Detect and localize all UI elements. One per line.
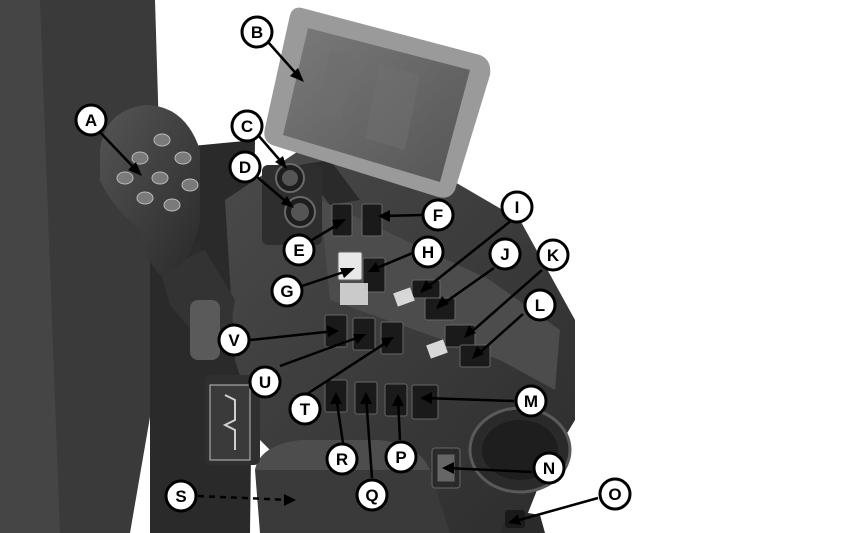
callout-r: R bbox=[325, 442, 359, 476]
callouts: A B C D E F G H bbox=[74, 15, 632, 513]
arrowhead-f bbox=[378, 210, 390, 222]
arrowhead-p bbox=[392, 394, 404, 406]
control-knobs bbox=[262, 163, 322, 245]
callout-f: F bbox=[421, 198, 455, 232]
svg-text:J: J bbox=[500, 245, 509, 264]
svg-text:S: S bbox=[175, 487, 186, 506]
svg-text:K: K bbox=[547, 246, 560, 265]
callout-m: M bbox=[514, 384, 548, 418]
leader-s bbox=[197, 494, 291, 502]
callout-l: L bbox=[523, 288, 557, 322]
arrowheads bbox=[128, 68, 521, 525]
arrowhead-d bbox=[281, 196, 294, 208]
callout-h: H bbox=[411, 235, 445, 269]
svg-text:N: N bbox=[543, 459, 555, 478]
joystick-buttons bbox=[116, 133, 199, 212]
leader-m bbox=[423, 396, 515, 403]
svg-text:C: C bbox=[241, 117, 253, 136]
svg-text:O: O bbox=[608, 485, 621, 504]
leader-lines bbox=[95, 41, 599, 524]
callout-g: G bbox=[270, 274, 304, 308]
arrowhead-s bbox=[284, 494, 296, 506]
arrowhead-e bbox=[332, 219, 346, 230]
callout-c: C bbox=[230, 109, 264, 143]
callout-d: D bbox=[228, 150, 262, 184]
callout-v: V bbox=[217, 323, 251, 357]
svg-text:M: M bbox=[524, 392, 538, 411]
svg-text:P: P bbox=[395, 448, 406, 467]
callout-t: T bbox=[288, 392, 322, 426]
arrowhead-o bbox=[508, 514, 521, 525]
leader-o bbox=[511, 496, 599, 524]
svg-text:Q: Q bbox=[365, 486, 378, 505]
arrowhead-t bbox=[381, 337, 394, 348]
arrowhead-c bbox=[275, 156, 287, 169]
callout-b: B bbox=[240, 15, 274, 49]
svg-text:T: T bbox=[300, 400, 311, 419]
svg-text:I: I bbox=[515, 198, 520, 217]
svg-text:F: F bbox=[433, 206, 443, 225]
callout-u: U bbox=[248, 365, 282, 399]
leader-q bbox=[364, 395, 374, 479]
arrowhead-n bbox=[442, 462, 454, 474]
leader-h bbox=[371, 250, 416, 272]
arrowhead-m bbox=[420, 392, 432, 404]
callout-p: P bbox=[384, 440, 418, 474]
arrowhead-g bbox=[340, 268, 355, 278]
svg-text:B: B bbox=[251, 23, 263, 42]
arrowhead-l bbox=[472, 346, 484, 359]
callout-e: E bbox=[282, 233, 316, 267]
arrowhead-h bbox=[368, 262, 380, 272]
leader-l bbox=[475, 313, 524, 357]
leader-u bbox=[279, 334, 363, 368]
arrowhead-i bbox=[420, 280, 433, 293]
callout-a: A bbox=[74, 103, 108, 137]
svg-text:U: U bbox=[259, 373, 271, 392]
arrowhead-a bbox=[128, 162, 142, 176]
leader-j bbox=[439, 266, 495, 308]
arrowhead-r bbox=[330, 392, 342, 404]
svg-text:H: H bbox=[422, 243, 434, 262]
callout-j: J bbox=[488, 237, 522, 271]
switch-decals bbox=[340, 283, 448, 359]
arrowhead-k bbox=[464, 325, 476, 338]
leader-a bbox=[95, 127, 139, 173]
callout-k: K bbox=[536, 238, 570, 272]
callout-o: O bbox=[598, 477, 632, 511]
arrowhead-q bbox=[360, 392, 372, 404]
svg-text:V: V bbox=[228, 331, 240, 350]
leader-v bbox=[249, 329, 336, 342]
svg-text:D: D bbox=[239, 158, 251, 177]
side-panel bbox=[205, 375, 260, 465]
joystick bbox=[100, 105, 235, 360]
svg-text:G: G bbox=[280, 282, 293, 301]
leader-t bbox=[306, 338, 391, 396]
arrowhead-b bbox=[290, 68, 304, 82]
callout-q: Q bbox=[355, 478, 389, 512]
svg-text:A: A bbox=[85, 111, 97, 130]
callout-s: S bbox=[164, 479, 198, 513]
arrowhead-v bbox=[327, 325, 339, 337]
svg-text:L: L bbox=[535, 296, 545, 315]
leader-i bbox=[423, 219, 513, 291]
callout-i: I bbox=[500, 190, 534, 224]
leader-k bbox=[467, 269, 543, 336]
svg-text:R: R bbox=[336, 450, 348, 469]
arrowhead-j bbox=[436, 296, 449, 309]
arrowhead-u bbox=[353, 334, 366, 344]
callout-n: N bbox=[532, 451, 566, 485]
svg-text:E: E bbox=[293, 241, 304, 260]
display-monitor bbox=[264, 7, 491, 205]
leader-n bbox=[445, 466, 533, 474]
